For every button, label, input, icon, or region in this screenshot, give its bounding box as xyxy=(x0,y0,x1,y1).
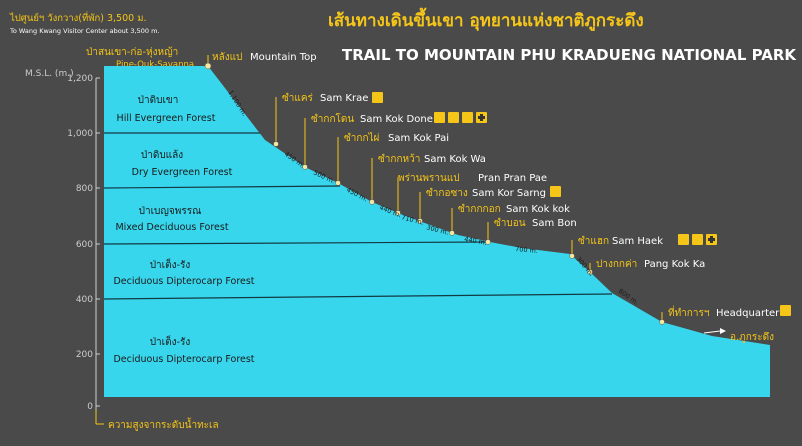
shop-icon xyxy=(434,112,445,123)
zone-label-english: Mixed Deciduous Forest xyxy=(115,222,228,233)
zone-label-english: Dry Evergreen Forest xyxy=(132,167,233,178)
sam-haek-facilities xyxy=(678,234,717,245)
station-label-thai: ปางกกค่า xyxy=(596,259,637,270)
station-label-thai: ซำกอซาง xyxy=(426,188,468,199)
sam-krae-facilities xyxy=(372,92,383,103)
station-label-english: Sam Kok Wa xyxy=(424,154,486,165)
station-label-english: Sam Kok Done xyxy=(360,114,433,125)
zone-label-english: Deciduous Dipterocarp Forest xyxy=(113,276,254,287)
pine-forest-thai: ป่าสนเขา-ก่อ-หุ่งหญ้า xyxy=(86,46,178,58)
y-tick-label: 1,000 xyxy=(67,129,93,139)
sam-kor-sarng-facilities xyxy=(550,186,561,197)
zone-label-english: Hill Evergreen Forest xyxy=(117,113,216,124)
first-aid-icon xyxy=(476,112,487,123)
title-english: TRAIL TO MOUNTAIN PHU KRADUENG NATIONAL … xyxy=(342,46,797,64)
station-dot xyxy=(335,180,341,186)
station-label-thai: ซำแฮก xyxy=(578,236,609,247)
y-tick-label: 200 xyxy=(76,350,93,360)
visitor-center-english: To Wang Kwang Visitor Center about 3,500… xyxy=(9,27,160,35)
mountain-profile xyxy=(104,66,770,397)
zone-boundary-400 xyxy=(103,293,613,300)
station-dot xyxy=(587,269,593,275)
y-tick-label: 400 xyxy=(76,295,93,305)
station-label-english: Sam Kor Sarng xyxy=(472,188,546,199)
station-label-thai: ซำแคร่ xyxy=(282,93,314,104)
station-dot xyxy=(395,210,401,216)
toilet-icon xyxy=(462,112,473,123)
zone-label-thai: ป่าเบญจพรรณ xyxy=(139,206,202,217)
toilet-icon xyxy=(448,112,459,123)
title-thai: เส้นทางเดินขึ้นเขา อุทยานแห่งชาติภูกระดึ… xyxy=(328,7,644,32)
zone-label-thai: ป่าเต็ง-รัง xyxy=(150,257,191,271)
station-label-thai: ซำกกหว้า xyxy=(378,153,420,165)
station-label-thai: ซำบอน xyxy=(494,218,526,229)
station-dot xyxy=(369,199,375,205)
headquarter-facilities xyxy=(780,305,791,316)
station-label-english: Sam Kok Pai xyxy=(388,133,449,144)
y-tick-label: 1,200 xyxy=(67,74,93,84)
station-label-english: Sam Haek xyxy=(612,236,663,247)
distance-label: 700 m. xyxy=(515,245,538,255)
station-label-english: Sam Kok kok xyxy=(506,204,570,215)
zone-label-english: Deciduous Dipterocarp Forest xyxy=(113,354,254,365)
station-label-thai: ซำกกโดน xyxy=(311,112,354,125)
y-tick-label: 800 xyxy=(76,184,93,194)
station-label-english: Pran Pran Pae xyxy=(478,173,547,184)
zone-boundary-820 xyxy=(103,185,341,189)
visitor-center-thai: ไปศูนย์ฯ วังกวาง(ที่พัก) 3,500 ม. xyxy=(9,11,147,24)
station-dot xyxy=(659,319,665,325)
y-axis xyxy=(95,77,104,425)
y-tick-label: 0 xyxy=(87,402,93,412)
shop-icon xyxy=(372,92,383,103)
destination-arrow xyxy=(703,330,721,334)
station-label-thai: ซำกกไผ่ xyxy=(344,132,380,144)
shop-icon xyxy=(678,234,689,245)
station-dot xyxy=(449,230,455,236)
shop-icon xyxy=(550,186,561,197)
station-label-english: Headquarter xyxy=(716,308,780,319)
zone-label-thai: ป่าเต็ง-รัง xyxy=(150,334,191,348)
station-dot xyxy=(569,253,575,259)
station-label-english: Sam Krae xyxy=(320,93,368,104)
shop-icon xyxy=(780,305,791,316)
station-label-english: Pang Kok Ka xyxy=(644,259,705,270)
station-dot xyxy=(273,141,279,147)
station-label-english: Mountain Top xyxy=(250,52,317,63)
station-dot xyxy=(204,62,212,70)
distance-label: 440 m. xyxy=(464,235,488,247)
station-label-thai: หลังแป xyxy=(212,52,242,63)
pine-forest-english: Pine-Ouk-Savanna xyxy=(116,60,194,70)
y-axis-unit: M.S.L. (m.) xyxy=(25,69,74,79)
station-label-thai: ที่ทำการฯ xyxy=(668,305,709,319)
station-dot xyxy=(417,218,423,224)
y-axis-caption: ความสูงจากระดับน้ำทะเล xyxy=(108,417,219,431)
station-label-thai: ซำกกกอก xyxy=(458,204,501,215)
station-label-thai: พร่านพรานแป xyxy=(398,173,460,184)
toilet-icon xyxy=(692,234,703,245)
destination-label: อ.ภูกระดึง xyxy=(730,331,774,343)
station-dot xyxy=(485,239,491,245)
station-dots xyxy=(204,62,665,325)
first-aid-icon xyxy=(706,234,717,245)
station-label-english: Sam Bon xyxy=(532,218,577,229)
zone-boundary-600 xyxy=(103,241,489,245)
zone-label-thai: ป่าดิบเขา xyxy=(138,95,179,106)
zone-label-thai: ป่าดิบแล้ง xyxy=(141,149,183,161)
y-tick-label: 600 xyxy=(76,240,93,250)
destination-arrow-head xyxy=(720,328,726,334)
station-dot xyxy=(302,164,308,170)
sam-kok-done-facilities xyxy=(434,112,487,123)
